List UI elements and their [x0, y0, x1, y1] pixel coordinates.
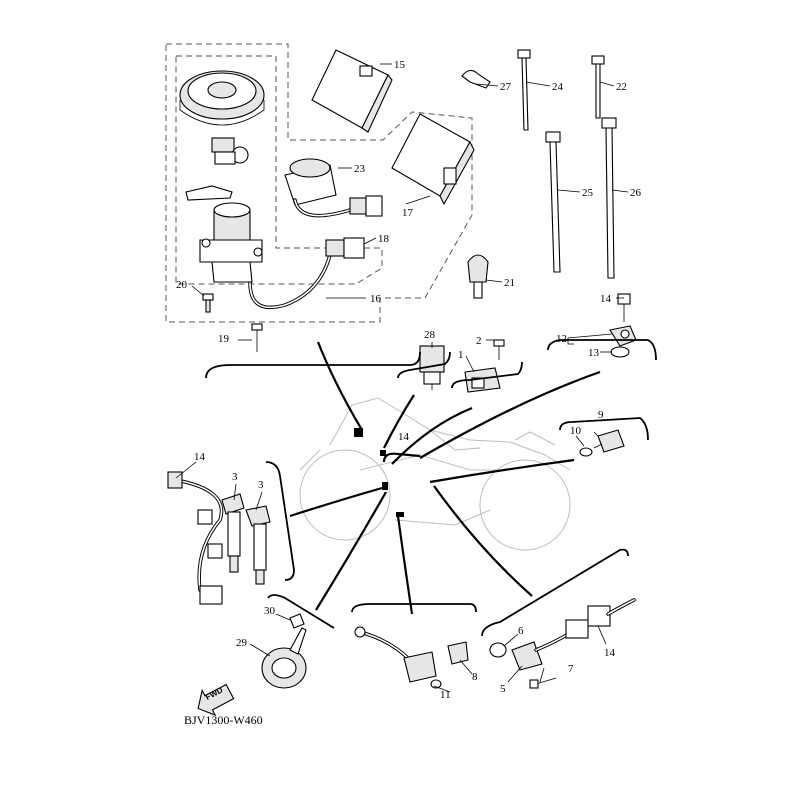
callout-7: 9	[598, 409, 604, 421]
switch-9-part	[447, 641, 469, 665]
bracket-keyset	[205, 351, 421, 379]
callout-labels: 15 23 17 18 16 27 24 22 25 26 21 14 12 1…	[176, 59, 642, 701]
ecu-15-part	[311, 49, 393, 133]
location-markers	[354, 428, 421, 517]
callout-30: 30	[264, 605, 276, 617]
callout-21: 21	[504, 277, 515, 289]
screw-23-part	[251, 323, 263, 352]
bracket-horn	[267, 594, 335, 629]
bracket-1	[451, 361, 523, 389]
band-25-part	[545, 131, 561, 273]
callout-5: 6	[518, 625, 524, 637]
callout-28: 28	[424, 329, 436, 341]
horn-29-part	[261, 627, 307, 689]
bolt-2-part	[493, 339, 505, 360]
callout-23: 19	[218, 333, 230, 345]
leader-10	[396, 515, 414, 615]
callout-14-right: 14	[604, 647, 616, 659]
callout-3a: 3	[232, 471, 238, 483]
leader-coils	[289, 486, 383, 518]
callout-22: 22	[616, 81, 627, 93]
bracket-coils	[265, 461, 295, 581]
key-21-part	[467, 254, 489, 299]
callout-24: 24	[552, 81, 564, 93]
callout-1: 1	[458, 349, 464, 361]
callout-25: 25	[582, 187, 594, 199]
sensor-4-part	[511, 619, 589, 671]
nut-30-part	[289, 613, 305, 629]
key-set-inner-outline	[175, 55, 383, 285]
bracket-4	[481, 548, 629, 637]
callout-27: 27	[500, 81, 512, 93]
callout-10: 11	[440, 689, 451, 701]
immobilizer-19-part	[284, 158, 383, 218]
callout-11: 12	[556, 333, 567, 345]
leader-horn	[315, 491, 387, 611]
diagram-code: BJV1300-W460	[184, 713, 263, 727]
callout-14-left: 14	[194, 451, 206, 463]
leader-11	[419, 370, 601, 459]
callout-17: 17	[402, 207, 414, 219]
leader-1	[391, 406, 473, 465]
sensor-1-part	[464, 367, 501, 393]
callout-2: 2	[476, 335, 482, 347]
callout-20: 20	[176, 279, 188, 291]
sensor-10-part	[354, 626, 442, 689]
leader-7	[429, 458, 575, 484]
callout-6: 7	[568, 663, 574, 675]
callout-9: 8	[472, 671, 478, 683]
leader-keyset	[316, 341, 363, 431]
tank-lock-part	[211, 137, 249, 165]
motorcycle-silhouette	[299, 397, 571, 551]
band-22-part	[591, 55, 605, 119]
callout-3b: 3	[258, 479, 264, 491]
sensor-11-part	[609, 293, 637, 358]
bracket-10	[351, 603, 477, 613]
callout-4: 5	[500, 683, 506, 695]
bracket-7	[559, 417, 649, 441]
ignition-coil-3a-part	[221, 493, 245, 573]
callout-19: 23	[354, 163, 366, 175]
fuel-cap-part	[179, 70, 265, 126]
callout-16: 16	[370, 293, 382, 305]
callout-14-center: 14	[398, 431, 410, 443]
sensor-7-part	[593, 429, 625, 453]
callout-8: 10	[570, 425, 582, 437]
ignition-coil-3b-part	[245, 505, 271, 585]
callout-12: 13	[588, 347, 600, 359]
leader-28	[383, 394, 415, 449]
main-switch-part	[185, 185, 263, 283]
callout-26: 26	[630, 187, 642, 199]
callout-15: 15	[394, 59, 406, 71]
callout-13: 14	[600, 293, 612, 305]
clip-27-part	[461, 69, 491, 89]
bolt-20-part	[202, 293, 214, 313]
callout-18: 18	[378, 233, 390, 245]
key-set-outline	[165, 43, 473, 323]
harness-14-left-part	[167, 471, 224, 605]
ecu-17-part	[391, 113, 475, 206]
lead-wire-18-connector	[325, 237, 365, 259]
bracket-28	[397, 351, 451, 379]
band-24-part	[517, 49, 531, 131]
band-26-part	[601, 117, 617, 279]
callout-29: 29	[236, 637, 248, 649]
harness-14-right-part	[587, 598, 636, 627]
bracket-11	[547, 339, 657, 361]
leader-4	[433, 485, 533, 597]
bolt-6-part	[529, 677, 557, 689]
gasket-8-part	[579, 447, 593, 457]
oring-5-part	[489, 642, 507, 658]
